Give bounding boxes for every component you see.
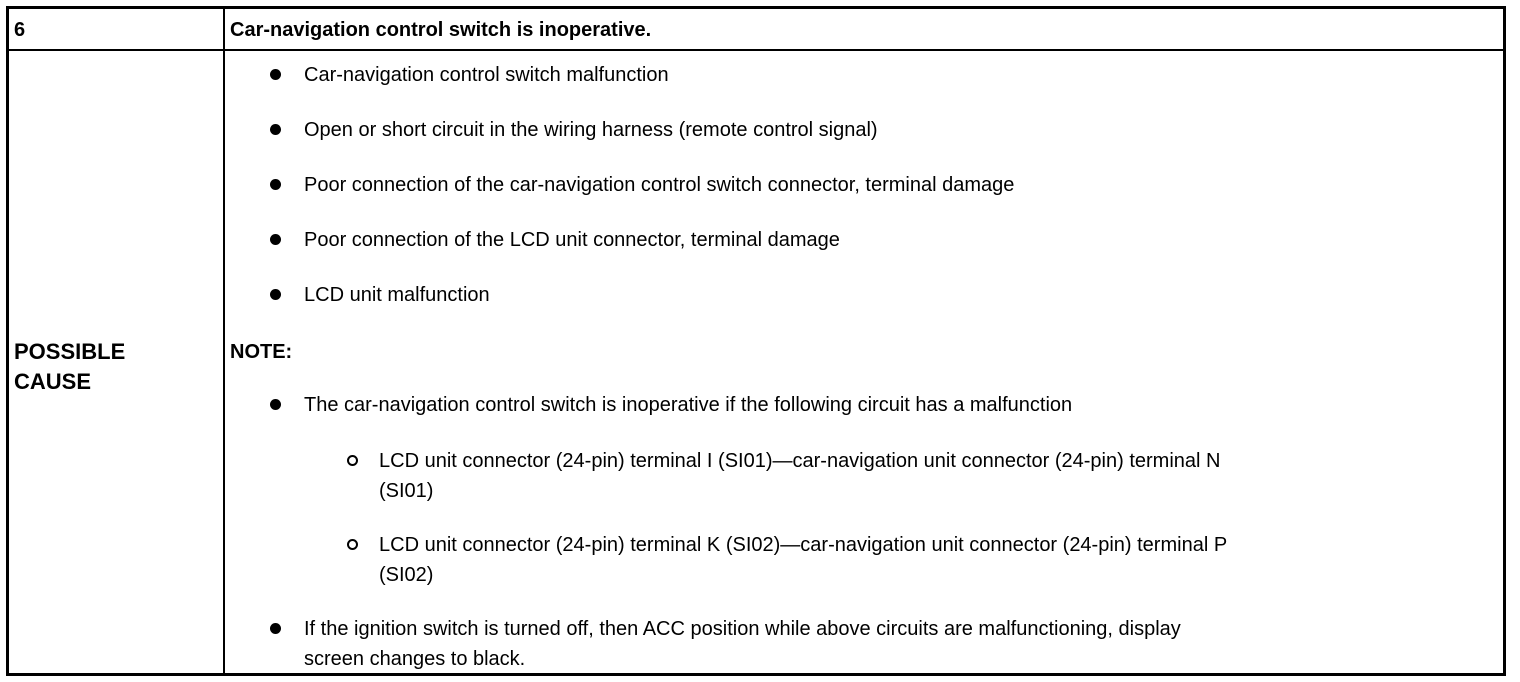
bullet-icon	[270, 124, 281, 135]
bullet-icon	[270, 289, 281, 300]
cause-item: Open or short circuit in the wiring harn…	[304, 119, 878, 141]
note-label: NOTE:	[230, 341, 293, 363]
sub-bullet-icon	[347, 539, 358, 550]
bullet-icon	[270, 69, 281, 80]
row-label: POSSIBLE CAUSE	[14, 337, 125, 397]
sub-bullet-icon	[347, 455, 358, 466]
step-number: 6	[14, 19, 26, 41]
note-item: The car-navigation control switch is ino…	[304, 394, 1073, 416]
column-divider	[223, 9, 225, 673]
cause-item: LCD unit malfunction	[304, 284, 490, 306]
cause-item: Poor connection of the car-navigation co…	[304, 174, 1015, 196]
step-title: Car-navigation control switch is inopera…	[230, 19, 652, 41]
cause-item: Car-navigation control switch malfunctio…	[304, 64, 669, 86]
sub-item-line: (SI02)	[379, 564, 434, 586]
note-item-line: If the ignition switch is turned off, th…	[304, 618, 1181, 640]
cause-item: Poor connection of the LCD unit connecto…	[304, 229, 840, 251]
bullet-icon	[270, 234, 281, 245]
bullet-icon	[270, 179, 281, 190]
sub-item-line: LCD unit connector (24-pin) terminal K (…	[379, 534, 1228, 556]
bullet-icon	[270, 623, 281, 634]
note-item-line: screen changes to black.	[304, 648, 526, 670]
bullet-icon	[270, 399, 281, 410]
row-label-line-2: CAUSE	[14, 369, 92, 394]
diagnostic-table: 6 Car-navigation control switch is inope…	[6, 6, 1506, 676]
sub-item-line: LCD unit connector (24-pin) terminal I (…	[379, 450, 1221, 472]
sub-item-line: (SI01)	[379, 480, 434, 502]
table-header-row	[9, 9, 1503, 51]
row-label-line-1: POSSIBLE	[14, 339, 126, 364]
